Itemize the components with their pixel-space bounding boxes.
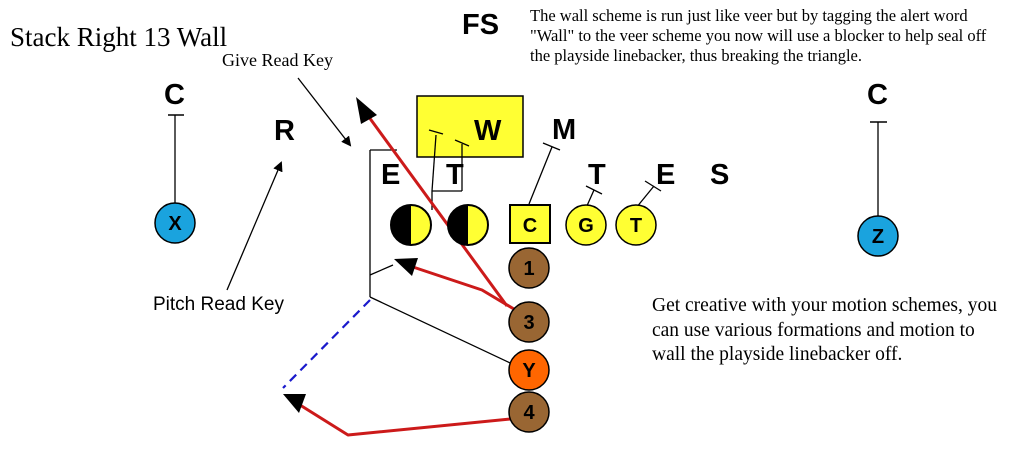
will-linebacker-highlight [416,95,524,158]
back-3-player [508,301,550,343]
give-read-key-label: Give Read Key [222,50,333,70]
route-back-4 [299,403,521,437]
left-tackle-label: T [446,159,464,191]
route-3-arrowhead [356,97,377,124]
sam-linebacker-label: S [710,159,729,191]
left-end-label: E [381,159,400,191]
tackle-player-label: T [630,215,642,237]
top-note: The wall scheme is run just like veer bu… [530,6,987,65]
back-4-label: 4 [523,402,535,424]
will-linebacker-label: W [474,115,502,147]
back-3-label: 3 [523,312,534,334]
rover-label: R [274,115,295,147]
motion-path [282,299,371,389]
flanker-label: Z [872,226,884,248]
wingback-label: Y [522,360,536,382]
route-arrowheads [283,97,418,413]
pitch-read-key-label: Pitch Read Key [153,294,284,315]
flanker-player [857,215,899,257]
right-tackle-label: T [588,159,606,191]
left-tackle-defender [447,204,489,246]
guard-player [565,204,607,246]
right-end-label: E [656,159,675,191]
blocking-assignments [369,129,662,371]
pitch-read-key-arrow [226,161,283,291]
route-1-arrowhead [394,258,418,276]
split-end-label: X [168,213,182,235]
back-1-player [508,247,550,289]
left-end-defender [390,204,432,246]
guard-player-label: G [578,215,594,237]
back-1-label: 1 [523,258,534,280]
center-player-label: C [523,215,537,237]
give-read-key-arrow [297,77,352,147]
split-end-player [154,202,196,244]
back-4-player [508,391,550,433]
right-corner-label: C [867,79,888,111]
bottom-note: Get creative with your motion schemes, y… [652,295,997,365]
center-player [509,204,551,244]
play-title: Stack Right 13 Wall [10,22,227,52]
free-safety-label: FS [462,9,499,41]
left-corner-label: C [164,79,185,111]
route-4-arrowhead [283,394,306,413]
route-back-3 [364,112,509,307]
ball-carrier-routes [299,112,530,437]
wingback-player [508,349,550,391]
tackle-player [615,204,657,246]
mike-linebacker-label: M [552,114,576,146]
